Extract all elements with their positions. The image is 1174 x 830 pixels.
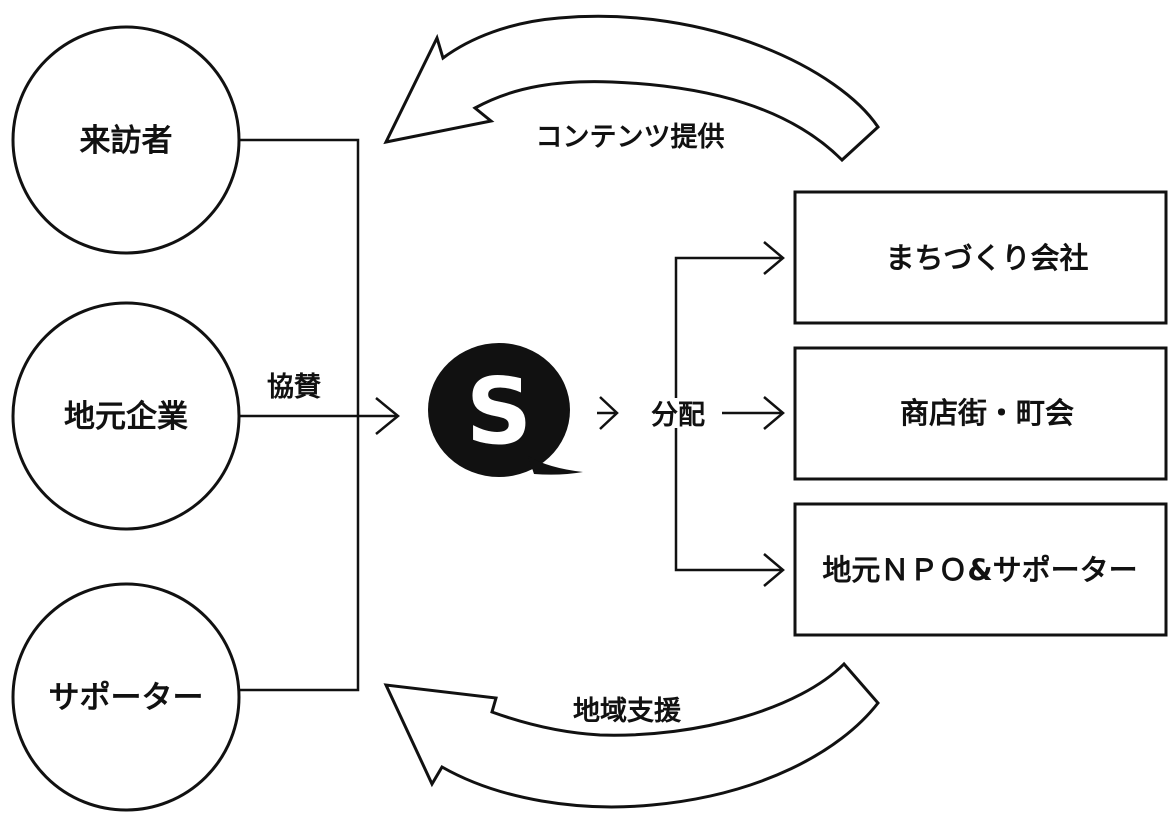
support-label: 地域支援 <box>573 696 682 727</box>
content-label: コンテンツ提供 <box>536 122 725 153</box>
right-node-label: 地元ＮＰＯ&サポーター <box>822 553 1137 587</box>
sponsor-connector <box>239 138 398 692</box>
left-node-supporter: サポーター <box>11 582 241 812</box>
left-node-label: 来訪者 <box>80 123 173 159</box>
logo-letter: S <box>466 358 532 465</box>
left-node-label: 地元企業 <box>64 399 188 435</box>
right-node-label: 商店街・町会 <box>900 396 1074 430</box>
right-node-shopping-street: 商店街・町会 <box>793 346 1168 481</box>
right-node-town-dev-company: まちづくり会社 <box>793 190 1168 325</box>
right-node-local-npo: 地元ＮＰＯ&サポーター <box>793 502 1168 637</box>
sponsor-arrowhead <box>375 397 400 435</box>
distribute-arrowhead-2 <box>763 396 785 430</box>
right-node-label: まちづくり会社 <box>885 241 1088 275</box>
left-node-visitor: 来訪者 <box>11 25 241 255</box>
distribute-arrowhead-1 <box>763 241 785 275</box>
left-node-local-business: 地元企業 <box>11 301 241 531</box>
distribute-arrowhead-3 <box>763 553 785 587</box>
distribute-label: 分配 <box>651 400 705 431</box>
left-node-label: サポーター <box>49 680 204 716</box>
support-curved-arrow <box>383 661 880 809</box>
sponsor-label: 協賛 <box>267 372 322 403</box>
speech-bubble-s-logo-icon: S <box>428 343 583 477</box>
distribute-arrowhead-in <box>599 396 619 430</box>
distribute-connector <box>674 256 783 572</box>
content-curved-arrow <box>383 14 880 163</box>
